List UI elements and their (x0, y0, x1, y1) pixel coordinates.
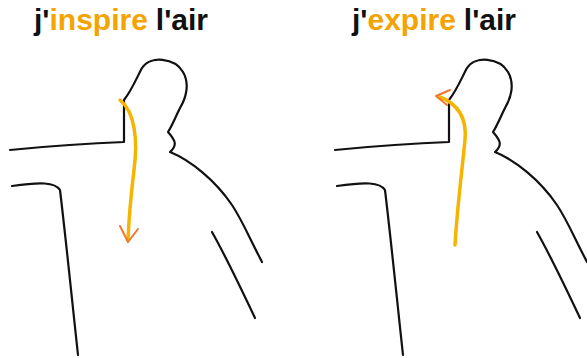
title-word: j' (352, 3, 367, 36)
title-exhale: j'expire l'air (352, 2, 516, 38)
title-word: j' (34, 3, 49, 36)
title-word: l'air (156, 3, 208, 36)
title-verb: expire (367, 3, 455, 36)
figure-exhale (335, 60, 587, 355)
title-verb: inspire (49, 3, 147, 36)
title-word: l'air (464, 3, 516, 36)
figure-inhale (10, 60, 262, 355)
title-inhale: j'inspire l'air (34, 2, 208, 38)
